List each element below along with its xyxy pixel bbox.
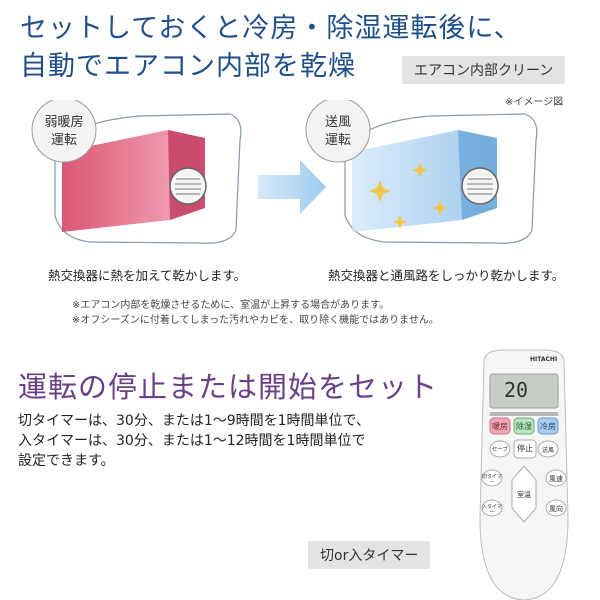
heat-mode-label: 弱暖房 運転 [32,114,96,150]
remote-stop-button[interactable]: 停止 [517,444,533,453]
remote-brand: HITACHI [530,356,558,363]
remote-cool-button[interactable]: 冷房 [540,422,556,431]
fan-mode-circle [305,100,371,163]
caption-left: 熱交換器に熱を加えて乾かします。 [48,268,247,283]
drying-illustration [31,100,538,244]
caption-right: 熱交換器と通風路をしっかり乾かします。 [328,268,565,283]
timer-description: 切タイマーは、30分、または1〜9時間を1時間単位で、 入タイマーは、30分、ま… [18,411,370,471]
remote-fan-mode-button[interactable]: 送風 [541,447,554,454]
remote-temp-rocker[interactable]: 室温 [517,491,531,499]
left-aircon-unit [54,113,242,244]
fan-mode-label-line2: 運転 [324,133,351,148]
heat-mode-circle [31,100,97,163]
right-aircon-unit [344,113,538,244]
remote-control: HITACHI 20 暖房 除湿 冷房 セーブ 停止 送風 切タイマー 入タイマ… [474,348,574,600]
fan-mode-label: 送風 運転 [306,114,370,150]
remote-display-temp: 20 [504,378,529,402]
timer-badge: 切or入タイマー [308,541,431,569]
transition-arrow-icon [258,160,326,214]
timer-description-line2: 入タイマーは、30分、または1〜12時間を1時間単位で [18,433,366,449]
image-note: ※イメージ図 [505,97,564,108]
fan-mode-label-line1: 送風 [324,115,351,130]
remote-heat-button[interactable]: 暖房 [492,422,508,431]
footnote-1: ※エアコン内部を乾燥させるために、室温が上昇する場合があります。 [72,300,390,311]
remote-save-button[interactable]: セーブ [491,447,509,453]
remote-airflow-button[interactable]: 風速 [549,475,563,483]
heat-mode-label-line1: 弱暖房 [44,115,84,130]
remote-direction-button[interactable]: 風向 [549,505,563,513]
timer-headline: 運転の停止または開始をセット [18,370,439,404]
remote-on-timer-button[interactable]: 入タイマー [482,504,503,516]
headline-line1: セットしておくと冷房・除湿運転後に、 [20,13,522,44]
sparkle-icon [369,162,448,229]
timer-description-line1: 切タイマーは、30分、または1〜9時間を1時間単位で、 [18,413,370,429]
feature-badge: エアコン内部クリーン [402,56,566,84]
headline-line2: 自動でエアコン内部を乾燥 [20,51,356,82]
footnote-2: ※オフシーズンに付着してしまった汚れやカビを、取り除く機能ではありません。 [72,315,439,326]
timer-description-line3: 設定できます。 [18,453,115,469]
remote-off-timer-button[interactable]: 切タイマー [482,474,503,486]
remote-body [479,349,569,600]
remote-dry-button[interactable]: 除湿 [516,422,532,431]
heat-mode-label-line2: 運転 [50,133,77,148]
